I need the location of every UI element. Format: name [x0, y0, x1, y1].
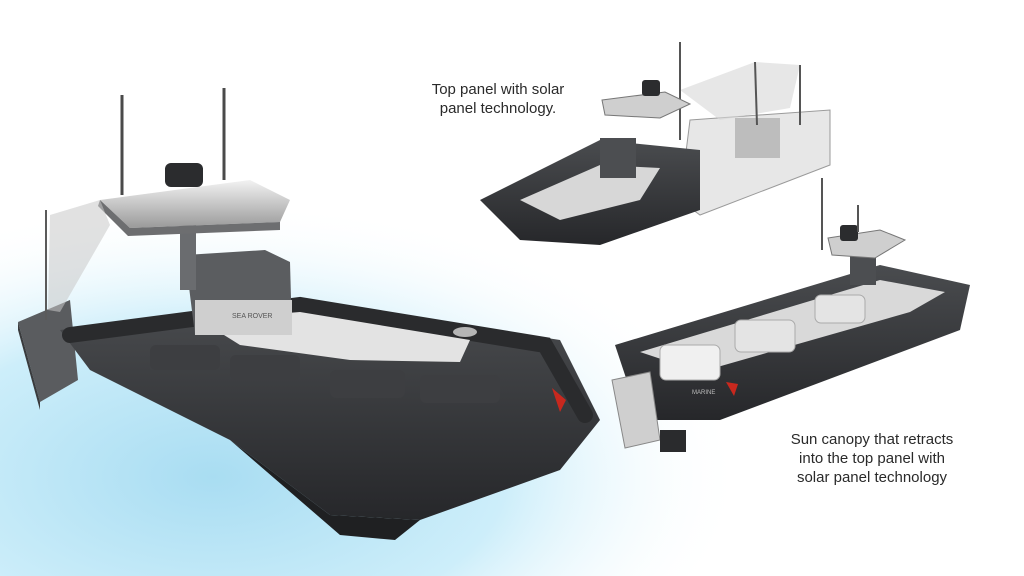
red-accent [552, 388, 566, 412]
dock-pontoon [18, 300, 78, 402]
br-top-panel [827, 229, 907, 259]
top-right-boat [480, 42, 831, 245]
radar-dome [165, 163, 203, 187]
main-sun-canopy [48, 200, 110, 312]
caption-sun-canopy-line-2: into the top panel with [799, 450, 945, 467]
caption-sun-canopy-line-1: Sun canopy that retracts [790, 431, 954, 448]
main-boat-brand: SEA ROVER [232, 313, 272, 320]
caption-sun-canopy-line-3: solar panel technology [796, 469, 948, 486]
bow-cleat [453, 327, 477, 337]
caption-top-panel-line-1: Top panel with solar [431, 81, 565, 98]
caption-sun-canopy: Sun canopy that retracts into the top pa… [752, 430, 992, 487]
br-side-brand: MARINE [692, 390, 715, 396]
bottom-right-boat [611, 178, 970, 452]
caption-top-panel: Top panel with solar panel technology. [408, 80, 588, 118]
main-t-top [100, 180, 290, 228]
main-boat [18, 88, 600, 540]
tr-sun-canopy [680, 62, 800, 120]
caption-top-panel-line-2: panel technology. [439, 100, 557, 117]
